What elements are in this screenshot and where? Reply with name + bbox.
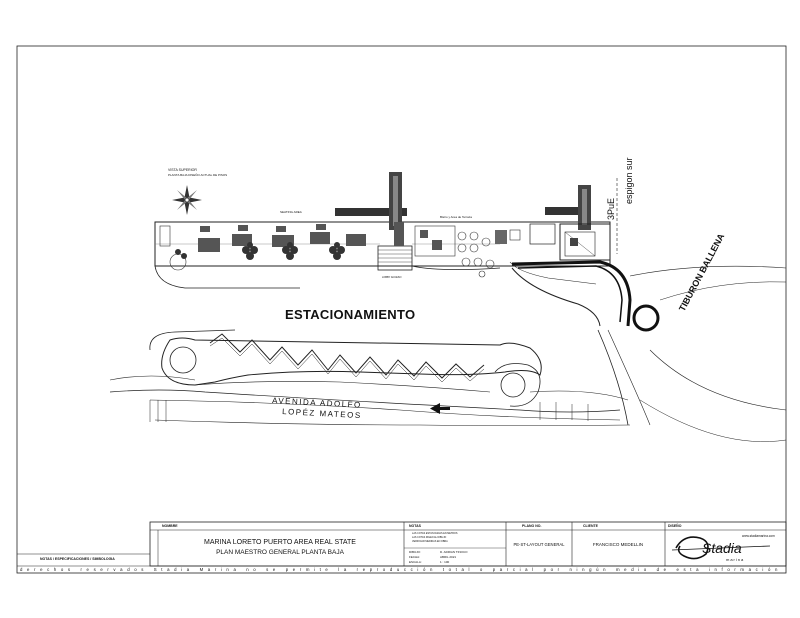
escala-value: 1 : 100: [440, 560, 450, 564]
fecha-value: ABRIL 2021: [440, 555, 456, 559]
curved-pier: [509, 260, 787, 442]
footer-copyright: derechos reservados Stadia Marina no se …: [20, 567, 780, 572]
fecha-label: FECHA:: [409, 555, 420, 559]
roundabout: [632, 304, 660, 332]
notas-header: NOTAS: [409, 524, 422, 528]
dibujo-value: D. ADRIAN TINOCO: [440, 550, 468, 554]
logo-text: Stadia: [702, 540, 742, 556]
stair-core: [377, 222, 413, 271]
parking-island: [149, 329, 542, 407]
stadia-logo: [671, 536, 771, 560]
round-tables: [175, 242, 345, 260]
drawing-name: PLAN MAESTRO GENERAL PLANTA BAJA: [216, 549, 345, 556]
estacionamiento-label: ESTACIONAMIENTO: [285, 307, 415, 322]
title-block: [17, 521, 787, 567]
road: [109, 375, 631, 426]
cliente-header: CLIENTE: [583, 524, 599, 528]
notas-line-2: LAS COTAS RIGEN AL DIBUJO: [412, 536, 446, 539]
pue-label: 3PuE: [606, 198, 616, 220]
espigon-label: espigon sur: [624, 157, 634, 204]
project-name: MARINA LORETO PUERTO AREA REAL STATE: [204, 539, 356, 546]
tiburon-label: TIBURON BALLENA: [677, 231, 727, 313]
direction-arrow: [430, 403, 450, 414]
notas-line-1: LAS COTAS ESTAN DADAS EN METROS: [412, 532, 458, 535]
bistro-area: [414, 225, 521, 278]
right-rooms: [529, 223, 611, 261]
seating-label: SEATING AREA: [280, 210, 302, 214]
diseno-header: DISEÑO: [668, 523, 682, 528]
building-plan: [154, 172, 611, 289]
nombre-header: NOMBRE: [162, 524, 178, 528]
notas-line-3: VERIFICAR MEDIDAS EN OBRA: [412, 540, 448, 543]
stair-label: LOBBY ACCESO: [382, 276, 401, 279]
escala-label: ESCALA:: [409, 560, 422, 564]
dock-band-right: [545, 207, 585, 215]
north-label-1: VISTA SUPERIOR: [168, 168, 197, 172]
dock-band-left: [335, 208, 407, 216]
logo-subtext: marina: [726, 557, 744, 562]
plano-header: PLANO NO.: [522, 524, 541, 528]
sheet-border: [16, 45, 787, 574]
island-circle-right: [500, 372, 526, 398]
zigzag-parking: [209, 333, 485, 379]
cliente-value: FRANCISCO MEDELLIN: [593, 542, 643, 547]
logo-url: www.stadiamarina.com: [742, 534, 775, 538]
left-notes-label: NOTAS / ESPECIFICACIONES / SIMBOLOGIA: [40, 557, 115, 561]
north-label-2: PLANTA BAJA DISEÑO ACTUAL DE PISOS: [168, 172, 227, 177]
island-circle-left: [169, 346, 197, 374]
bistro-label: Bistro y Area de Terraza: [440, 215, 472, 219]
avenida-label-2: LOPÉZ MATEOS: [282, 407, 362, 420]
dibujo-label: DIBUJO:: [409, 550, 421, 554]
compass-icon: [172, 185, 202, 215]
plano-value: PE-ST-LAYOUT GENERAL: [513, 542, 565, 547]
